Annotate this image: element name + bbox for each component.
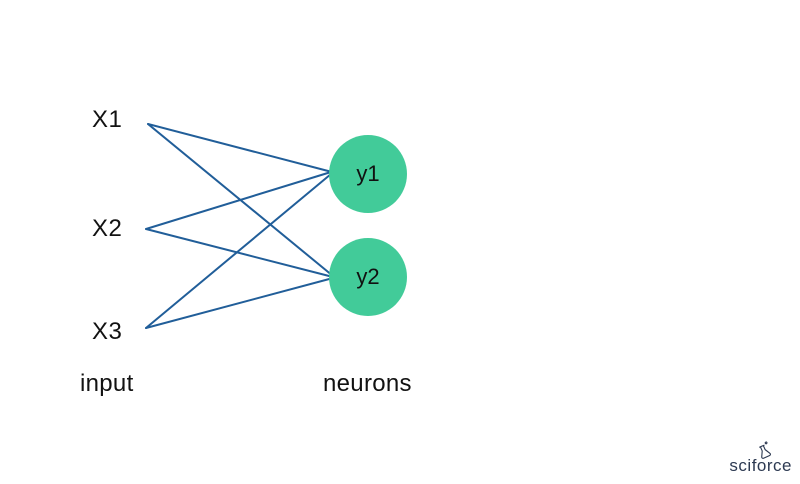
- edge-x3-y2: [145, 277, 334, 329]
- input-label-x3: X3: [92, 318, 123, 345]
- neuron-label-y2: y2: [356, 264, 380, 289]
- edge-x3-y1: [145, 173, 332, 329]
- caption-neurons: neurons: [323, 370, 412, 397]
- edge-x2-y1: [145, 171, 332, 230]
- edge-x1-y1: [147, 123, 333, 173]
- sciforce-logo: sciforce: [729, 441, 792, 475]
- neuron-label-y1: y1: [356, 161, 380, 186]
- neuron-y2: y2: [329, 238, 407, 316]
- neuron-y1: y1: [329, 135, 407, 213]
- caption-input: input: [80, 370, 134, 397]
- input-label-x1: X1: [92, 106, 123, 133]
- edge-x2-y2: [145, 228, 334, 278]
- input-label-x2: X2: [92, 215, 123, 242]
- logo-text: sciforce: [729, 456, 792, 475]
- flask-icon: [759, 441, 772, 459]
